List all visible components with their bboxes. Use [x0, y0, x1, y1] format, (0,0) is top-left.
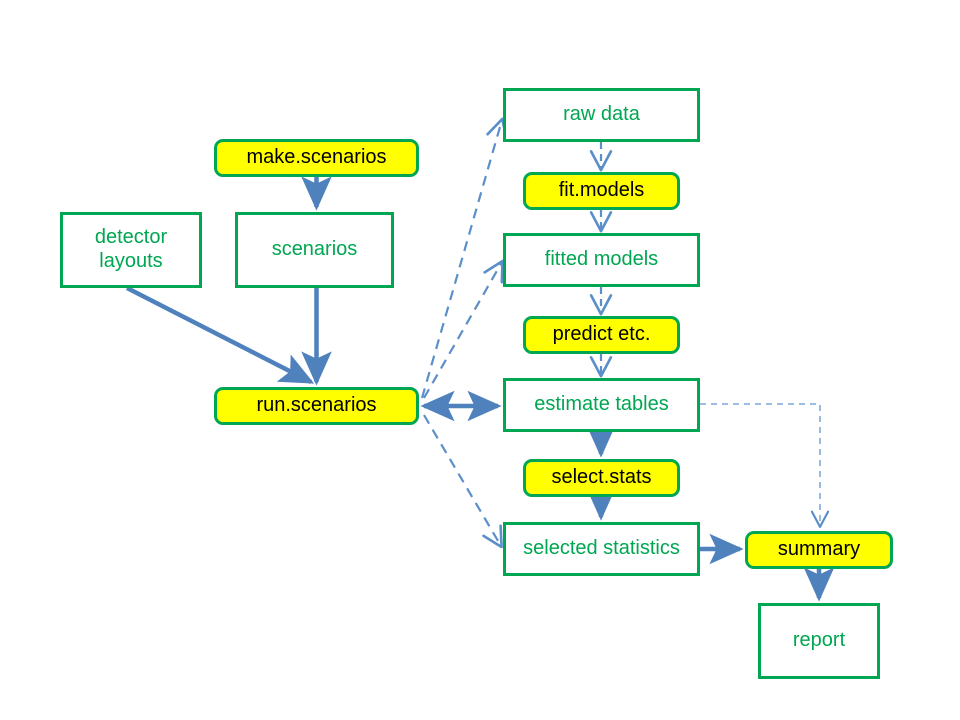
node-make-scenarios[interactable]: make.scenarios	[214, 139, 419, 177]
node-select-stats[interactable]: select.stats	[523, 459, 680, 497]
node-label: fit.models	[558, 179, 645, 202]
node-label: select.stats	[551, 466, 652, 489]
node-label: raw data	[563, 103, 640, 126]
node-predict-etc[interactable]: predict etc.	[523, 316, 680, 354]
node-run-scenarios[interactable]: run.scenarios	[214, 387, 419, 425]
node-label: make.scenarios	[246, 146, 387, 169]
node-report[interactable]: report	[758, 603, 880, 679]
node-detector-layouts[interactable]: detector layouts	[60, 212, 202, 288]
node-label: run.scenarios	[256, 394, 377, 417]
edge-detector-layouts-to-run-scenarios	[125, 285, 315, 385]
node-summary[interactable]: summary	[745, 531, 893, 569]
node-label: fitted models	[544, 248, 659, 271]
edge-estimate-tables-to-summary	[700, 403, 830, 528]
node-label: selected statistics	[523, 537, 680, 560]
node-label: predict etc.	[552, 323, 651, 346]
node-raw-data[interactable]: raw data	[503, 88, 700, 142]
node-label: report	[792, 629, 846, 652]
node-label: scenarios	[271, 238, 358, 261]
node-selected-statistics[interactable]: selected statistics	[503, 522, 700, 576]
edge-run-scenarios-to-raw-data	[420, 117, 508, 399]
node-label: summary	[777, 538, 861, 561]
edge-run-scenarios-to-selected-statistics	[423, 414, 503, 549]
node-fit-models[interactable]: fit.models	[523, 172, 680, 210]
node-estimate-tables[interactable]: estimate tables	[503, 378, 700, 432]
node-label: estimate tables	[534, 393, 669, 416]
edge-run-scenarios-to-fitted-models	[423, 259, 504, 399]
node-label: detector layouts	[94, 226, 168, 272]
node-fitted-models[interactable]: fitted models	[503, 233, 700, 287]
node-scenarios[interactable]: scenarios	[235, 212, 394, 288]
